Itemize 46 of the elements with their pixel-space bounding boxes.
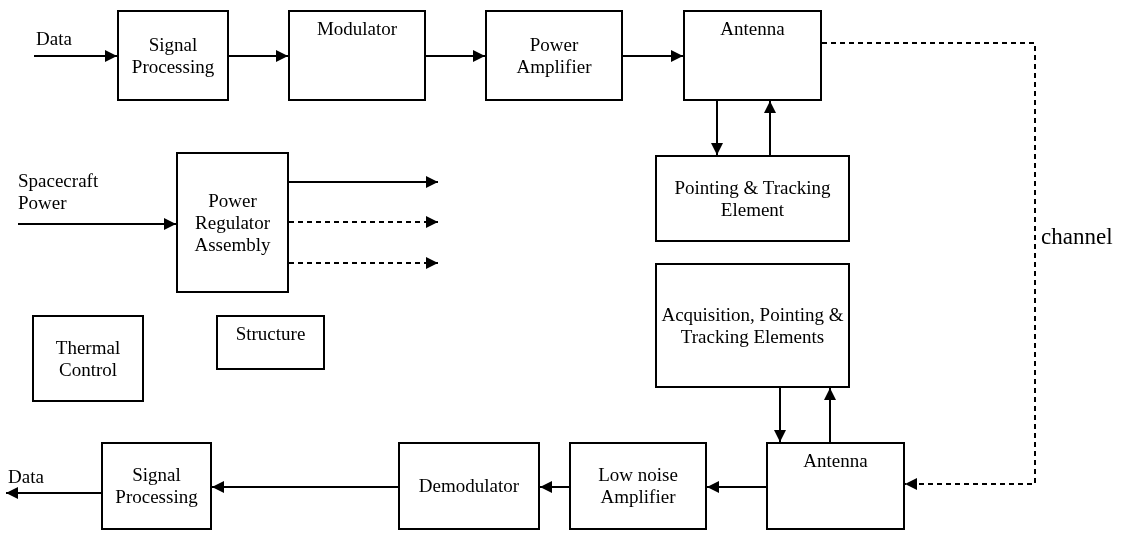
block-box <box>216 315 325 370</box>
input-label: Data <box>8 466 44 488</box>
block-box <box>32 315 144 402</box>
arrow <box>5 487 102 499</box>
block-box <box>655 263 850 388</box>
arrow <box>211 481 399 493</box>
block-box <box>655 155 850 242</box>
block-label: Thermal Control <box>54 336 122 381</box>
arrow <box>288 257 439 269</box>
block-label: Structure <box>235 323 306 345</box>
arrow <box>824 387 836 443</box>
arrow <box>425 50 486 62</box>
arrow <box>706 481 767 493</box>
block-box <box>117 10 229 101</box>
arrow <box>764 100 776 156</box>
block-label: Power Amplifier <box>515 33 593 78</box>
input-label: Spacecraft Power <box>18 170 100 214</box>
block-box <box>176 152 289 293</box>
arrow <box>288 216 439 228</box>
block-label: Acquisition, Pointing & Tracking Elements <box>661 303 844 348</box>
arrow <box>228 50 289 62</box>
arrow <box>622 50 684 62</box>
channel-arrow <box>821 42 1036 490</box>
block-label: Signal Processing <box>130 33 216 78</box>
arrow <box>33 50 118 62</box>
block-box <box>569 442 707 530</box>
block-box <box>683 10 822 101</box>
arrow <box>774 387 786 443</box>
block-label: Low noise Amplifier <box>597 464 679 508</box>
block-label: Modulator <box>316 18 398 40</box>
arrow <box>17 218 177 230</box>
block-label: Pointing & Tracking Element <box>673 176 832 221</box>
block-box <box>766 442 905 530</box>
block-box <box>398 442 540 530</box>
block-box <box>101 442 212 530</box>
block-label: Antenna <box>720 18 785 40</box>
block-label: Demodulator <box>418 475 520 497</box>
block-label: Power Regulator Assembly <box>193 189 272 256</box>
block-label: Antenna <box>803 450 868 472</box>
block-box <box>288 10 426 101</box>
block-label: Signal Processing <box>114 464 199 508</box>
arrow <box>288 176 439 188</box>
input-label: Data <box>36 28 72 50</box>
arrow <box>539 481 570 493</box>
block-box <box>485 10 623 101</box>
arrow <box>711 100 723 156</box>
